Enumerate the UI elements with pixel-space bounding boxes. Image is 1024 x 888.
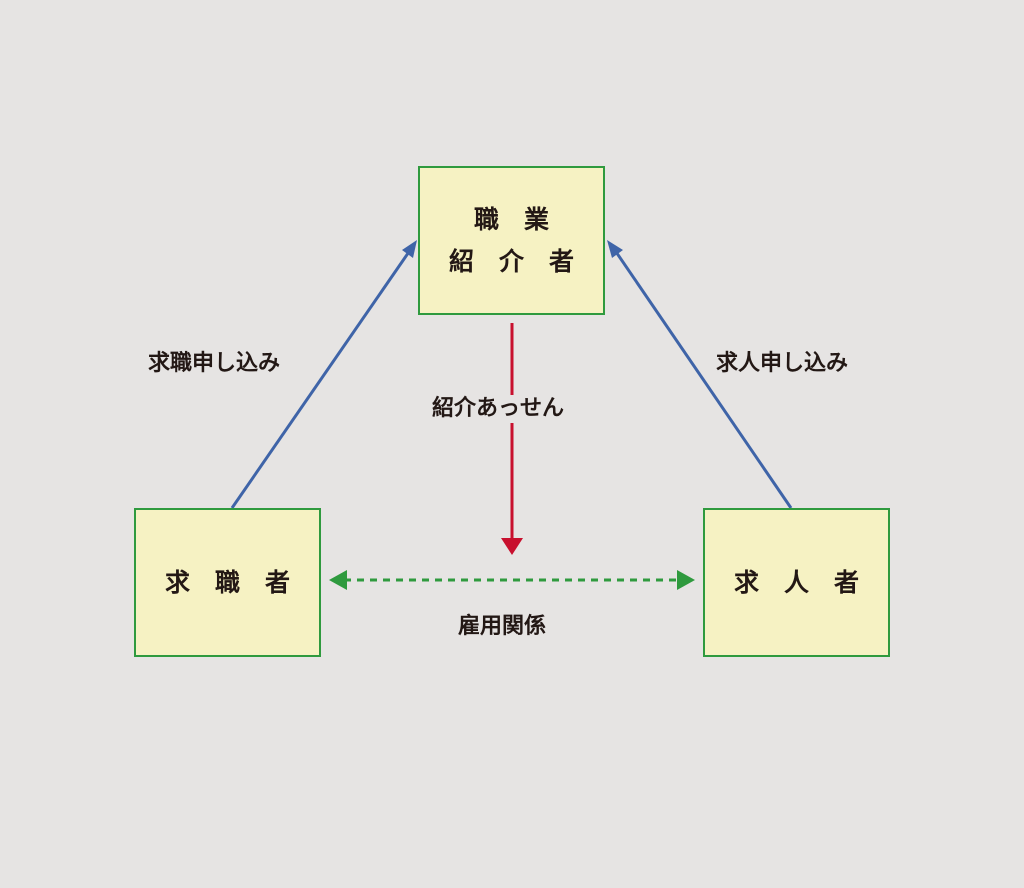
employment-agency-node: 職 業 紹 介 者 — [418, 166, 605, 315]
employment-arrowhead-left — [329, 570, 347, 590]
employment-agency-line1: 職 業 — [473, 204, 549, 234]
referral-label: 紹介あっせん — [430, 395, 567, 423]
employer-node: 求 人 者 — [703, 508, 890, 657]
job-seeker-node: 求 職 者 — [134, 508, 321, 657]
job-offer-application-label: 求人申し込み — [716, 351, 849, 376]
employment-agency-line2: 紹 介 者 — [448, 246, 574, 276]
employer-to-agency-arrow — [610, 245, 793, 509]
seeker-to-agency-arrowhead — [402, 240, 417, 258]
job-application-label: 求職申し込み — [148, 351, 281, 376]
referral-arrowhead — [501, 538, 523, 555]
seeker-to-agency-arrow — [230, 245, 415, 509]
job-seeker-label: 求 職 者 — [164, 567, 290, 597]
employer-label: 求 人 者 — [733, 567, 859, 597]
employment-relationship-label: 雇用関係 — [458, 614, 547, 639]
employer-to-agency-arrowhead — [607, 240, 623, 258]
employment-arrowhead-right — [677, 570, 695, 590]
